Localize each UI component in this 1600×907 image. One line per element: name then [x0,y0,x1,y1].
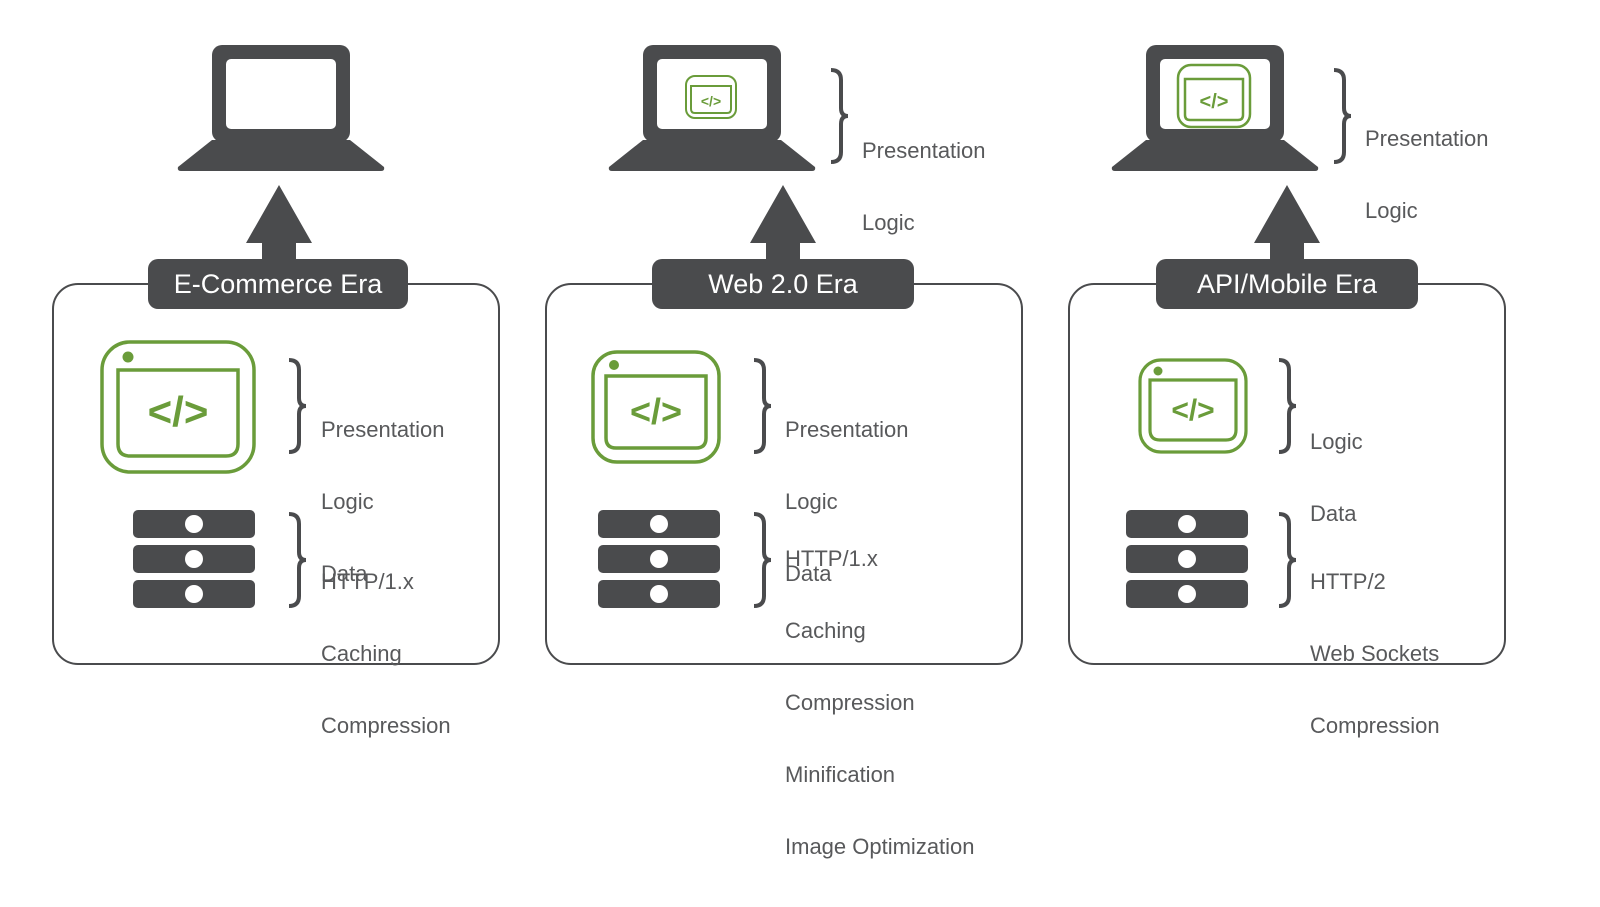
curly-brace-icon [1278,358,1297,454]
feature-item: HTTP/1.x [785,546,878,571]
curly-brace-icon [753,512,772,608]
server-stack-icon [598,510,720,608]
laptop-icon: </> [1111,45,1319,171]
code-window-icon: </> [591,350,721,464]
feature-item: Caching [321,641,402,666]
svg-text:</>: </> [630,391,682,432]
up-arrow-icon [750,185,816,265]
era-title: Web 2.0 Era [652,259,914,309]
up-arrow-icon [1254,185,1320,265]
layer-item: Logic [862,210,915,235]
curly-brace-icon [288,358,307,454]
curly-brace-icon [753,358,772,454]
era-title: API/Mobile Era [1156,259,1418,309]
layer-item: Presentation [862,138,986,163]
feature-item: Web Sockets [1310,641,1440,666]
layer-item: Logic [785,489,838,514]
layer-item: Data [321,561,368,586]
curly-brace-icon [1333,68,1352,164]
feature-item: Compression [1310,713,1440,738]
feature-item: Caching [785,618,866,643]
layer-item: Presentation [1365,126,1489,151]
transport-features-list: HTTP/1.x Caching Compression [321,522,451,786]
layer-item: Logic [1365,198,1418,223]
code-window-icon: </> [1176,63,1252,129]
client-layers-list: Presentation Logic [862,91,986,283]
code-window-icon: </> [1138,358,1248,454]
era-title: E-Commerce Era [148,259,408,309]
curly-brace-icon [288,512,307,608]
code-window-icon: </> [100,340,256,474]
laptop-icon [177,45,385,171]
transport-features-list: HTTP/1.x Caching Compression Minificatio… [785,499,975,907]
layer-item: Logic [1310,429,1363,454]
server-stack-icon [1126,510,1248,608]
curly-brace-icon [830,68,849,164]
svg-text:</>: </> [701,93,721,109]
server-stack-icon [133,510,255,608]
layer-item: Data [785,561,832,586]
up-arrow-icon [246,185,312,265]
feature-item: Compression [785,690,915,715]
svg-text:</>: </> [148,388,209,435]
laptop-icon: </> [608,45,816,171]
svg-text:</>: </> [1200,91,1229,113]
curly-brace-icon [1278,512,1297,608]
server-layers-list: Presentation Logic Data [785,370,909,634]
layer-item: Presentation [321,417,445,442]
server-layers-list: Logic Data [1310,382,1363,574]
layer-item: Logic [321,489,374,514]
server-layers-list: Presentation Logic Data [321,370,445,634]
layer-item: Presentation [785,417,909,442]
feature-item: Minification [785,762,896,787]
feature-item: Compression [321,713,451,738]
feature-item: HTTP/2 [1310,569,1386,594]
svg-text:</>: </> [1171,394,1214,427]
feature-item: Image Optimization [785,834,975,859]
layer-item: Data [1310,501,1357,526]
transport-features-list: HTTP/2 Web Sockets Compression [1310,522,1440,786]
feature-item: HTTP/1.x [321,569,414,594]
code-window-icon: </> [685,75,737,119]
